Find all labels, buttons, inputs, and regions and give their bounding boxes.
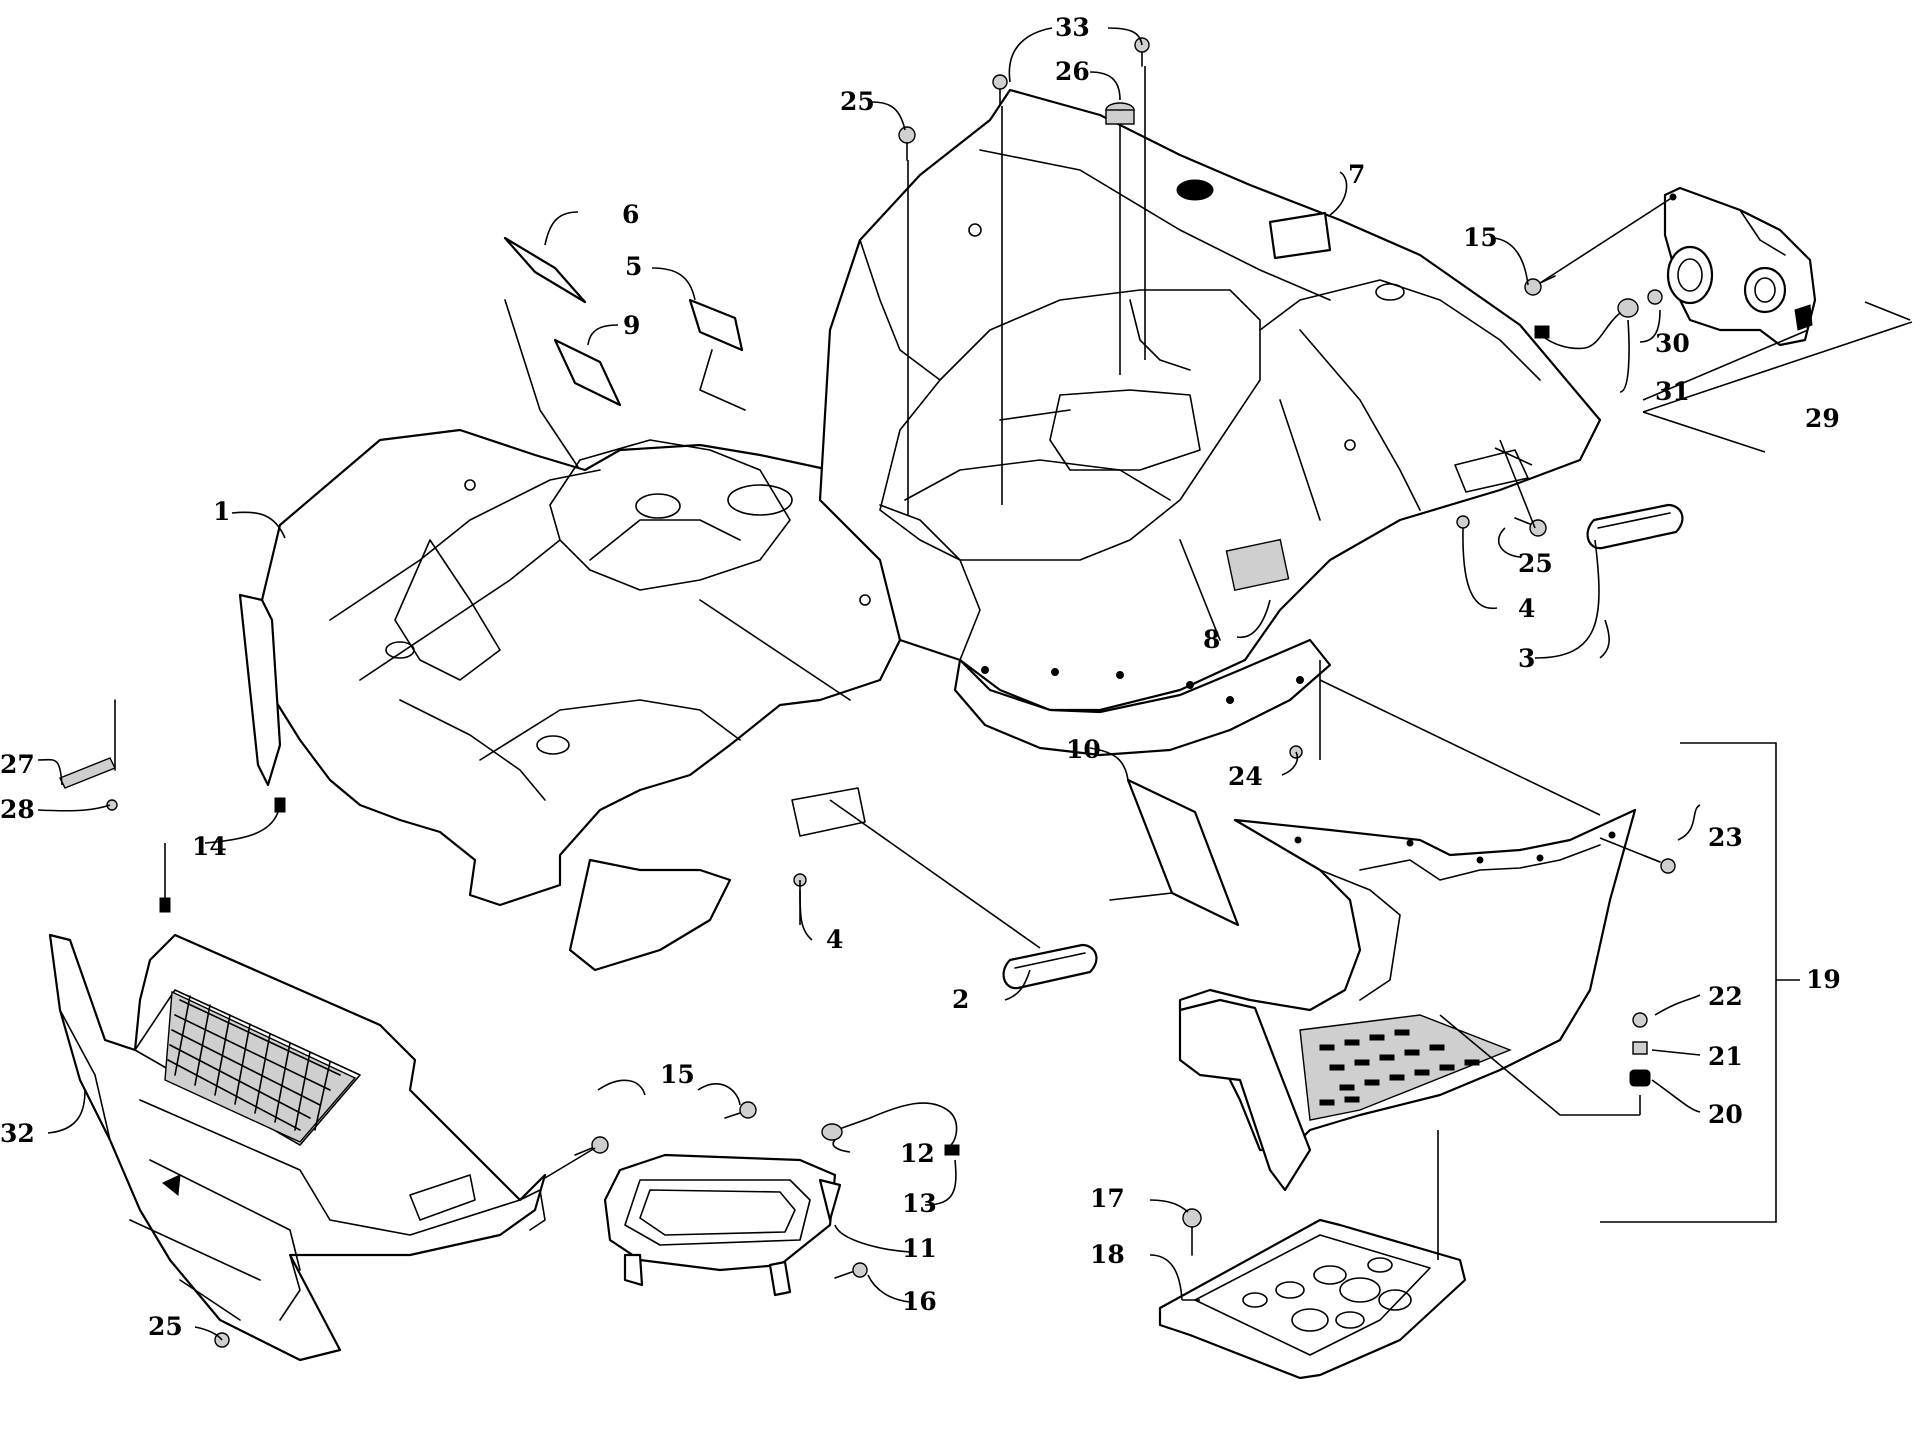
callout-4: 4	[1518, 594, 1535, 623]
callout-30: 30	[1655, 329, 1690, 358]
callout-17: 17	[1090, 1184, 1125, 1213]
callout-20: 20	[1708, 1100, 1743, 1129]
screw-15-top	[1524, 275, 1556, 296]
callout-25: 25	[1518, 549, 1553, 578]
reflector-2	[1002, 943, 1098, 990]
callout-4: 4	[826, 925, 843, 954]
callout-26: 26	[1055, 57, 1090, 86]
callout-27: 27	[0, 750, 35, 779]
callout-8: 8	[1203, 625, 1220, 654]
bulb-12	[821, 1102, 960, 1156]
decal-10	[1109, 778, 1240, 927]
callout-19: 19	[1806, 965, 1841, 994]
callout-1: 1	[213, 497, 230, 526]
nut-4-rear	[1456, 515, 1470, 529]
footwell-19	[1178, 808, 1637, 1192]
plate-27	[59, 699, 116, 789]
callout-24: 24	[1228, 762, 1263, 791]
callout-11: 11	[902, 1234, 937, 1263]
grommet-26	[1105, 102, 1135, 125]
callout-28: 28	[0, 795, 35, 824]
front-bumper	[48, 933, 547, 1362]
callout-13: 13	[902, 1189, 937, 1218]
callout-15: 15	[1463, 223, 1498, 252]
screw-25-top	[898, 126, 916, 161]
callout-18: 18	[1090, 1240, 1125, 1269]
body-panel	[238, 88, 1602, 972]
callout-10: 10	[1066, 735, 1101, 764]
callout-2: 2	[952, 985, 969, 1014]
callout-15: 15	[660, 1060, 695, 1089]
screw-15-right	[724, 1101, 757, 1119]
callout-14: 14	[192, 832, 227, 861]
callout-9: 9	[623, 311, 640, 340]
callout-29: 29	[1805, 404, 1840, 433]
callout-25: 25	[840, 87, 875, 116]
callout-23: 23	[1708, 823, 1743, 852]
callout-16: 16	[902, 1287, 937, 1316]
callout-5: 5	[625, 252, 642, 281]
decal-9	[553, 338, 622, 407]
callout-31: 31	[1655, 377, 1690, 406]
bushing-stack	[1629, 1012, 1651, 1087]
callout-25: 25	[148, 1312, 183, 1341]
screw-33-left	[992, 74, 1008, 106]
leader-lines	[37, 27, 1913, 1341]
screw-28	[106, 799, 118, 811]
callout-7: 7	[1348, 160, 1365, 189]
decal-5	[688, 298, 746, 411]
taillight-assembly	[1534, 186, 1817, 350]
decal-7	[1268, 211, 1332, 260]
screw-25-rear	[1514, 517, 1547, 537]
reflector-3	[1586, 503, 1684, 550]
headlight-11	[603, 1153, 842, 1297]
callout-labels: 1 2 3 4 4 5 6 7 8 9 10 11 12 13 14 15 15…	[0, 13, 1841, 1341]
footplate-18	[1158, 1218, 1467, 1380]
decal-6	[503, 236, 587, 471]
callout-12: 12	[900, 1139, 935, 1168]
callout-22: 22	[1708, 982, 1743, 1011]
bolt-17	[1182, 1208, 1202, 1256]
callout-21: 21	[1708, 1042, 1743, 1071]
callout-33: 33	[1055, 13, 1090, 42]
taillight-socket-31	[1534, 298, 1639, 350]
taillight-bulb-30	[1647, 289, 1663, 305]
callout-32: 32	[0, 1119, 35, 1148]
callout-3: 3	[1518, 644, 1535, 673]
callout-6: 6	[622, 200, 639, 229]
screw-16	[834, 1262, 868, 1279]
screw-15-left	[574, 1136, 609, 1156]
